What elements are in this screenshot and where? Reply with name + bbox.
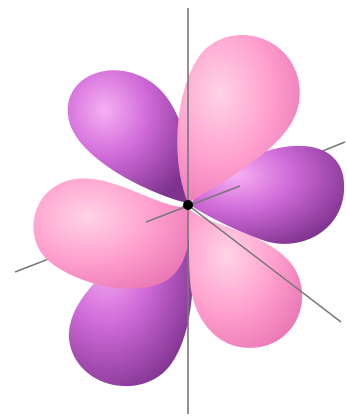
nucleus-dot xyxy=(183,200,193,210)
